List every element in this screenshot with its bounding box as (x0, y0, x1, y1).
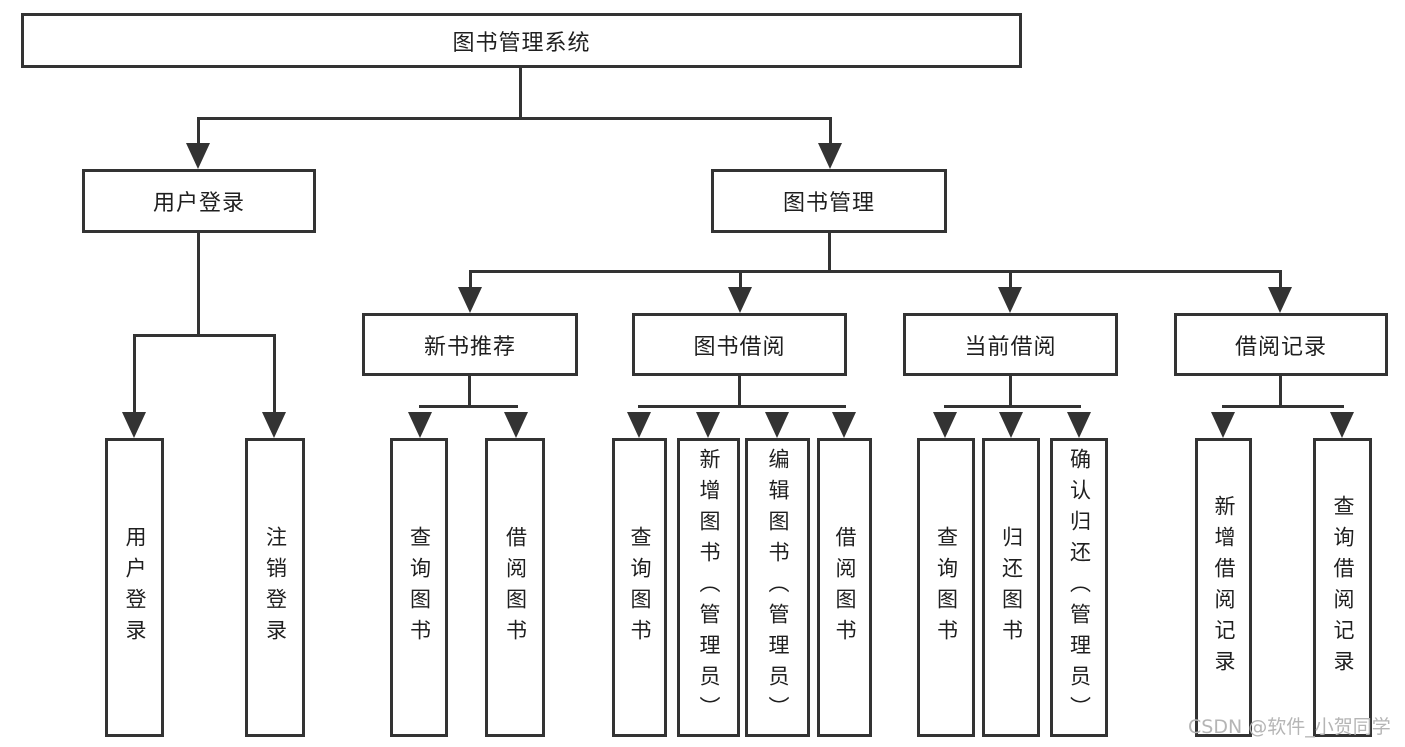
leaf-query-books-recommend: 查询图书 (390, 438, 448, 737)
node-new-book-recommendation: 新书推荐 (362, 313, 578, 376)
connector-line (1009, 376, 1012, 408)
node-label: 图书借阅 (693, 334, 786, 360)
connector-line (197, 233, 200, 336)
connector-line (133, 334, 276, 337)
csdn-watermark: CSDN @软件_小贺同学 (1188, 716, 1391, 738)
leaf-query-books-borrow: 查询图书 (612, 438, 667, 737)
node-library-management-system: 图书管理系统 (21, 13, 1022, 68)
node-book-borrowing: 图书借阅 (632, 313, 847, 376)
node-label: 图书管理 (782, 191, 875, 216)
node-label: 当前借阅 (964, 334, 1057, 360)
arrowhead-down-icon (999, 412, 1023, 438)
leaf-query-borrow-record: 查询借阅记录 (1313, 438, 1372, 737)
leaf-query-books-current: 查询图书 (917, 438, 975, 737)
connector-line (469, 270, 1282, 273)
connector-line (944, 405, 1081, 408)
leaf-return-books: 归还图书 (982, 438, 1040, 737)
arrowhead-down-icon (1330, 412, 1354, 438)
arrowhead-down-icon (832, 412, 856, 438)
connector-line (1222, 405, 1344, 408)
connector-line (828, 233, 831, 272)
leaf-user-login: 用户登录 (105, 438, 164, 737)
arrowhead-down-icon (122, 412, 146, 438)
connector-line (468, 376, 471, 408)
arrowhead-down-icon (696, 412, 720, 438)
node-label: 查询图书 (628, 525, 652, 650)
node-label: 确认归还（管理员） (1067, 448, 1092, 727)
arrowhead-down-icon (627, 412, 651, 438)
connector-line (829, 117, 832, 147)
node-label: 图书管理系统 (452, 30, 591, 56)
arrowhead-down-icon (818, 143, 842, 169)
connector-line (638, 405, 846, 408)
arrowhead-down-icon (458, 287, 482, 313)
arrowhead-down-icon (728, 287, 752, 313)
node-label: 查询图书 (407, 525, 432, 650)
node-label: 用户登录 (123, 525, 147, 650)
arrowhead-down-icon (408, 412, 432, 438)
connector-line (469, 270, 472, 290)
node-label: 归还图书 (999, 525, 1024, 650)
arrowhead-down-icon (765, 412, 789, 438)
node-label: 借阅图书 (503, 525, 528, 650)
connector-line (133, 334, 136, 414)
arrowhead-down-icon (998, 287, 1022, 313)
leaf-logout: 注销登录 (245, 438, 305, 737)
arrowhead-down-icon (262, 412, 286, 438)
arrowhead-down-icon (186, 143, 210, 169)
connector-line (1009, 270, 1012, 290)
leaf-borrow-books: 借阅图书 (817, 438, 872, 737)
connector-line (273, 334, 276, 414)
connector-line (419, 405, 518, 408)
connector-line (197, 117, 200, 147)
node-label: 查询图书 (934, 525, 959, 650)
node-label: 新书推荐 (423, 334, 516, 360)
connector-line (197, 117, 831, 120)
connector-line (739, 270, 742, 290)
node-label: 编辑图书（管理员） (766, 448, 790, 727)
leaf-add-borrow-record: 新增借阅记录 (1195, 438, 1252, 737)
node-label: 借阅图书 (833, 525, 857, 650)
leaf-edit-books-admin: 编辑图书（管理员） (745, 438, 810, 737)
node-borrowing-records: 借阅记录 (1174, 313, 1388, 376)
connector-line (519, 68, 522, 118)
connector-line (1279, 376, 1282, 408)
node-label: 新增图书（管理员） (697, 448, 721, 727)
arrowhead-down-icon (933, 412, 957, 438)
leaf-confirm-return-admin: 确认归还（管理员） (1050, 438, 1108, 737)
node-label: 借阅记录 (1234, 334, 1327, 360)
connector-line (738, 376, 741, 408)
arrowhead-down-icon (1211, 412, 1235, 438)
node-label: 注销登录 (263, 525, 288, 650)
arrowhead-down-icon (1067, 412, 1091, 438)
node-label: 新增借阅记录 (1212, 494, 1236, 681)
node-current-borrowing: 当前借阅 (903, 313, 1118, 376)
node-label: 查询借阅记录 (1331, 494, 1355, 681)
arrowhead-down-icon (504, 412, 528, 438)
leaf-borrow-books-recommend: 借阅图书 (485, 438, 545, 737)
node-label: 用户登录 (152, 191, 245, 216)
node-user-login: 用户登录 (82, 169, 316, 233)
leaf-add-books-admin: 新增图书（管理员） (677, 438, 740, 737)
connector-line (1279, 270, 1282, 290)
node-book-management: 图书管理 (711, 169, 947, 233)
arrowhead-down-icon (1268, 287, 1292, 313)
